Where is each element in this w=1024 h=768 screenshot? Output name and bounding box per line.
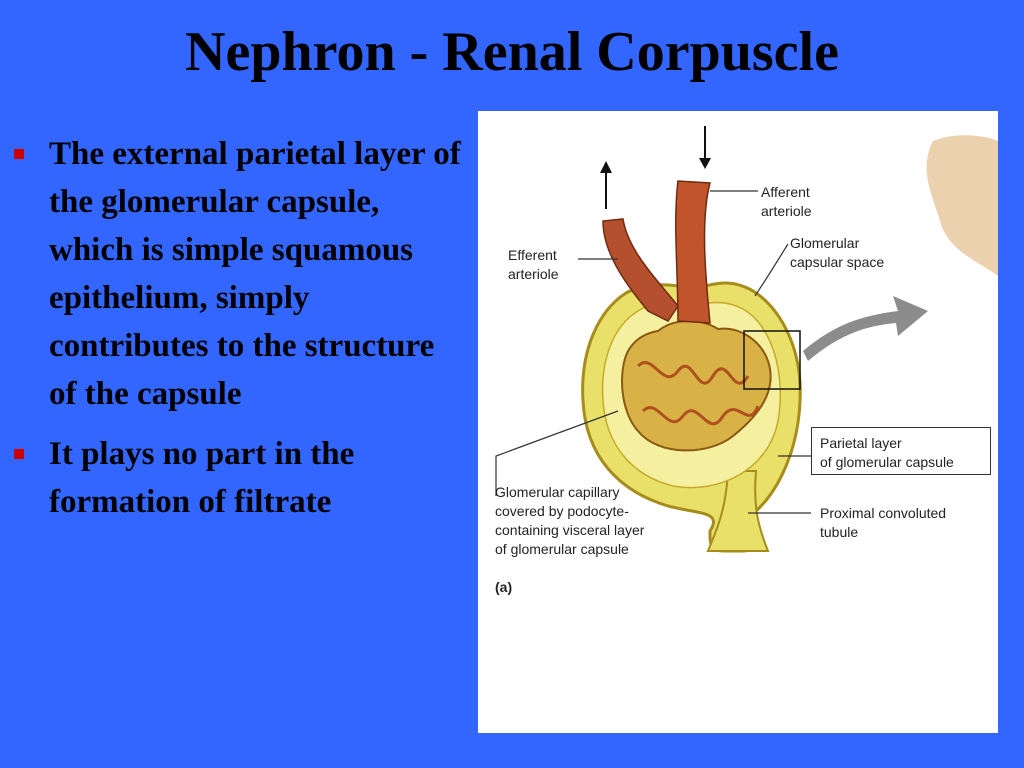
proximal-tubule-label: Proximal convoluted tubule — [820, 505, 947, 540]
glomerular-capillary-label: Glomerular capillary covered by podocyte… — [495, 484, 645, 557]
bullet-text: It plays no part in the formation of fil… — [49, 436, 355, 520]
panel-label: (a) — [495, 579, 513, 595]
bullet-square-icon — [14, 449, 24, 459]
parietal-label: Parietal layer of glomerular capsule — [820, 435, 954, 470]
renal-corpuscle-figure: Afferent arteriole Efferent arteriole Gl… — [478, 111, 998, 733]
capillary-loops — [636, 361, 760, 426]
glomerulus — [621, 319, 772, 452]
flow-out-arrow-icon — [600, 161, 612, 209]
bullet-item: The external parietal layer of the glome… — [12, 130, 462, 418]
flow-in-arrow-icon — [699, 126, 711, 169]
bullet-square-icon — [14, 149, 24, 159]
tissue-blob — [926, 135, 998, 276]
bullet-list: The external parietal layer of the glome… — [12, 130, 462, 538]
afferent-arteriole — [675, 180, 711, 324]
afferent-label: Afferent arteriole — [761, 184, 812, 219]
magnify-arrow-icon — [803, 296, 928, 361]
efferent-label: Efferent arteriole — [508, 247, 559, 282]
bullet-item: It plays no part in the formation of fil… — [12, 430, 462, 526]
proximal-tubule — [706, 470, 770, 552]
capsular-space-label: Glomerular capsular space — [790, 235, 885, 270]
zoom-box — [743, 330, 801, 390]
leader-lines — [495, 190, 813, 514]
renal-corpuscle-illustration — [495, 126, 998, 553]
efferent-arteriole — [602, 218, 679, 322]
slide-title: Nephron - Renal Corpuscle — [185, 21, 839, 83]
parietal-label-box — [811, 427, 991, 475]
bullet-text: The external parietal layer of the glome… — [49, 136, 461, 412]
